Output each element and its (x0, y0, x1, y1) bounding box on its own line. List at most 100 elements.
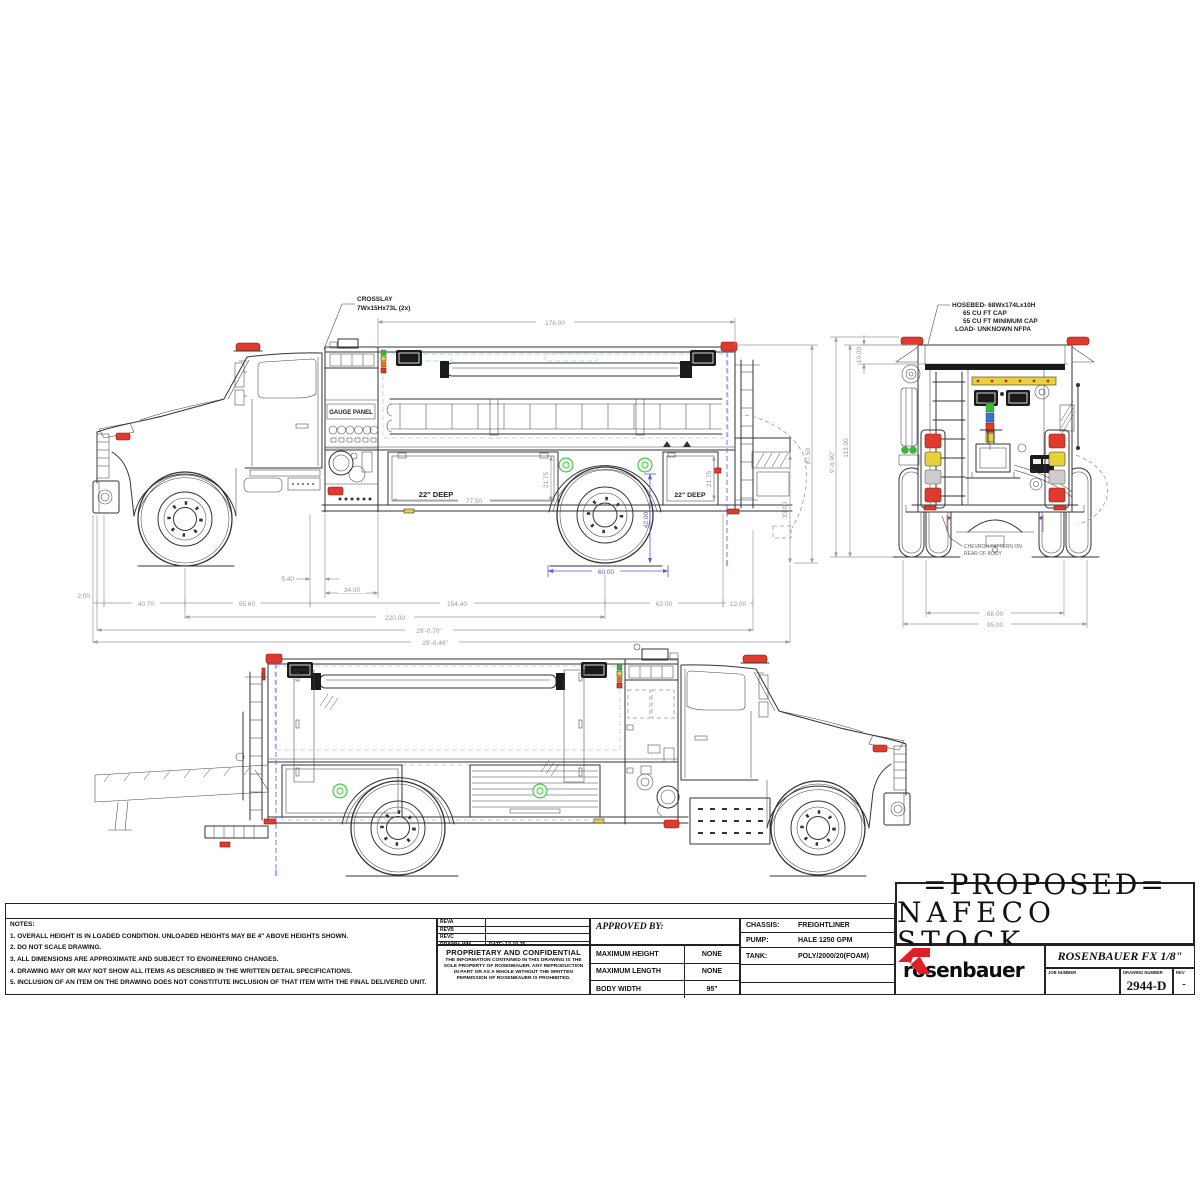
rear-access-ladder (245, 676, 268, 811)
dim-overall-2: 29'-9.46" (422, 640, 448, 647)
pump-gauge (328, 450, 354, 476)
revision-table: REVA REVB REVC DRAWN: WMDATE: 12-19-25 (437, 918, 590, 949)
title-block-top-strip (5, 903, 895, 918)
rear-access-ladder (735, 364, 760, 501)
rev-label: REVB (438, 926, 486, 934)
proprietary-heading: PROPRIETARY AND CONFIDENTIAL (446, 948, 581, 957)
note-item: 4. DRAWING MAY OR MAY NOT SHOW ALL ITEMS… (10, 967, 353, 975)
specs-table: CHASSIS:FREIGHTLINER PUMP:HALE 1250 GPM … (740, 918, 895, 995)
flood-light (974, 390, 998, 406)
dim-2175-rear: 21.75 (706, 470, 713, 487)
crosslay-label: CROSSLAY (357, 296, 393, 303)
svg-text:55 CU FT MINIMUM CAP: 55 CU FT MINIMUM CAP (963, 318, 1038, 325)
rev-label: REVC (438, 934, 486, 941)
note-item: 2. DO NOT SCALE DRAWING. (10, 944, 102, 952)
decal (332, 783, 348, 799)
pump-panel-light (327, 486, 344, 496)
decal (558, 457, 574, 473)
hard-suction-hose (319, 674, 557, 689)
rosenbauer-logo-icon (898, 948, 930, 974)
gauge-panel-label: GAUGE PANEL (329, 410, 373, 416)
ladder-rungs (399, 404, 711, 429)
note-item: 1. OVERALL HEIGHT IS IN LOADED CONDITION… (10, 932, 349, 940)
dim-34: 34.00 (344, 587, 361, 594)
model-box: ROSENBAUER FX 1/8" (1045, 945, 1195, 968)
dim-length-176: 176.00 (545, 320, 565, 327)
scene-light (581, 662, 607, 678)
flood-light (1006, 390, 1030, 406)
dim-overall-height: 9'-6.00" (829, 450, 836, 473)
drawn-date: DATE: 12-19-25 (486, 942, 589, 949)
scene-light (396, 350, 422, 366)
spec-value: HALE 1250 GPM (798, 936, 853, 944)
spec-value: POLY/2000/20(FOAM) (798, 952, 869, 960)
rev-cell-label: REV (1176, 970, 1185, 975)
rear-light-bar (971, 376, 1057, 386)
dim-6560: 65.60 (239, 601, 256, 608)
decal (637, 457, 653, 473)
tank-fill-tower (337, 338, 359, 349)
rear-view (892, 336, 1109, 558)
air-bottle (901, 446, 909, 454)
dim-60: 60.00 (598, 569, 615, 576)
rear-beacon-light (265, 653, 283, 664)
rev-value: - (1182, 978, 1186, 990)
note-item: 3. ALL DIMENSIONS ARE APPROXIMATE AND SU… (10, 956, 279, 964)
taillight-cluster-left (920, 429, 946, 509)
tank-fill-tower (641, 648, 669, 661)
rear-view-dimensions: 10.00 9'-6.00" 113.00 68.00 95.00 (829, 335, 1088, 629)
notes-box: NOTES: 1. OVERALL HEIGHT IS IN LOADED CO… (5, 918, 437, 995)
spec-label: TANK: (746, 952, 768, 960)
reflector (403, 508, 415, 514)
gauge-panel-plate (326, 403, 376, 420)
dim-62: 62.00 (656, 601, 673, 608)
limit-label: BODY WIDTH (591, 981, 685, 998)
brand-box: rosenbauer (895, 945, 1045, 995)
cab-beacon-light (742, 654, 768, 664)
dim-2175-front: 21.75 (543, 471, 550, 488)
rev-cell: REV - (1173, 968, 1195, 995)
job-number-label: JOB NUMBER (1048, 970, 1077, 975)
deployed-chute (94, 764, 269, 831)
svg-text:REAR OF BODY: REAR OF BODY (964, 551, 1002, 557)
pump-panel-light (663, 819, 680, 829)
limit-value: NONE (701, 950, 723, 958)
hosebed-label: HOSEBED- 68Wx174Lx10H (952, 302, 1036, 309)
spec-label: PUMP: (746, 936, 769, 944)
approved-by-box: APPROVED BY: (590, 918, 740, 945)
decal (532, 783, 548, 799)
deep-front-label: 22" DEEP (419, 490, 453, 499)
tank-level-indicator (380, 349, 387, 356)
proposed-stamp: =PROPOSED= NAFECO STOCK (895, 870, 1195, 956)
rollup-door (469, 764, 601, 818)
svg-text:LOAD- UNKNOWN NFPA: LOAD- UNKNOWN NFPA (955, 326, 1031, 333)
dim-33: 33.00 (782, 501, 789, 518)
limit-label: MAXIMUM HEIGHT (591, 946, 685, 963)
side-marker-light (115, 432, 131, 441)
scene-light (690, 350, 716, 366)
air-bottle (909, 446, 917, 454)
stamp-line1: =PROPOSED= (923, 867, 1167, 901)
dump-chute-phantom (744, 414, 807, 529)
proprietary-body: THE INFORMATION CONTAINED IN THIS DRAWIN… (443, 958, 584, 981)
dim-220: 220.00 (385, 615, 405, 622)
notes-heading: NOTES: (10, 921, 35, 928)
limit-value: 95" (706, 985, 718, 993)
rear-beacon-light (720, 341, 738, 352)
drawing-number: 2944-D (1126, 978, 1167, 993)
dim-4070: 40.70 (138, 601, 155, 608)
dim-95: 95.00 (987, 622, 1004, 629)
dim-7750: 77.50 (466, 498, 483, 505)
dim-68: 68.00 (987, 611, 1004, 618)
deck-monitor (965, 429, 1021, 479)
intake (656, 785, 680, 809)
limit-value: NONE (701, 968, 723, 976)
cab-beacon-light (235, 342, 261, 352)
side-view-dimensions: 176.00 87.50 33.00 21.75 21.75 77.50 5.4… (77, 317, 818, 647)
spec-value: FREIGHTLINER (798, 922, 850, 930)
side-marker-light (872, 744, 888, 753)
rev-label: REVA (438, 919, 486, 926)
dim-42: 42.00 (643, 511, 650, 528)
rear-beacon-left (900, 336, 924, 346)
